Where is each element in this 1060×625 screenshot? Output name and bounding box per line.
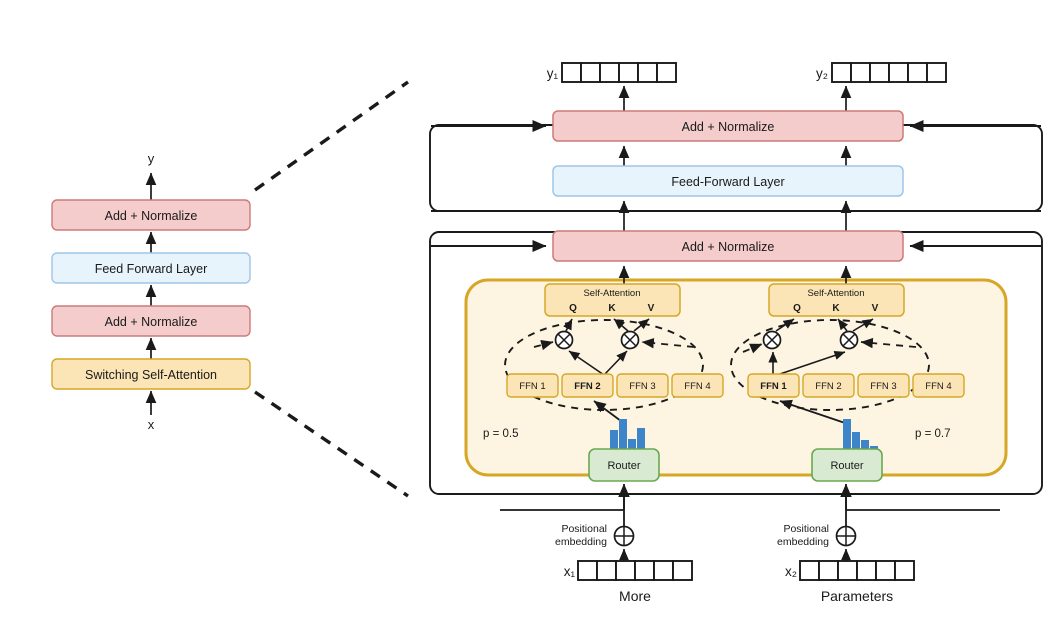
positional-embedding-1: Positional embedding bbox=[555, 523, 635, 548]
expert-label: FFN 2 bbox=[815, 381, 841, 392]
expert-ffn-4-2: FFN 4 bbox=[912, 373, 965, 398]
left-block-label: Switching Self-Attention bbox=[85, 368, 217, 382]
positional-embedding-2: Positional embedding bbox=[777, 523, 857, 548]
moe-column-1: Self-Attention Q K V bbox=[483, 283, 724, 482]
positional-embedding-label-line1: Positional bbox=[561, 523, 607, 535]
expert-ffn-3-1: FFN 3 bbox=[616, 373, 669, 398]
expert-ffn-1-2: FFN 1 bbox=[747, 373, 800, 398]
output-token-y1: y₁ bbox=[547, 62, 677, 83]
zoom-connector-lines bbox=[254, 80, 409, 498]
token-cells bbox=[577, 560, 693, 581]
router-histogram-2 bbox=[843, 419, 878, 450]
right-add-norm-top: Add + Normalize bbox=[552, 110, 904, 142]
input-token-word: More bbox=[619, 588, 651, 604]
token-cells bbox=[799, 560, 915, 581]
input-token-x2: x₂ Parameters bbox=[785, 560, 915, 604]
multiply-node-1a bbox=[554, 330, 574, 350]
output-token-y2: y₂ bbox=[816, 62, 947, 83]
self-attention-box-2: Self-Attention Q K V bbox=[768, 283, 905, 317]
expert-label: FFN 4 bbox=[925, 381, 951, 392]
qkv-k: K bbox=[832, 303, 840, 314]
token-cells bbox=[561, 62, 677, 83]
input-token-x1: x₁ More bbox=[564, 560, 693, 604]
self-attention-box-1: Self-Attention Q K V bbox=[544, 283, 681, 317]
self-attention-title: Self-Attention bbox=[807, 288, 864, 299]
probability-label-1: p = 0.5 bbox=[483, 428, 519, 440]
left-block-label: Feed Forward Layer bbox=[95, 262, 208, 276]
left-block-label: Add + Normalize bbox=[105, 315, 198, 329]
expert-label: FFN 1 bbox=[760, 381, 787, 392]
qkv-q: Q bbox=[793, 303, 801, 314]
expert-label: FFN 3 bbox=[870, 381, 896, 392]
router-label: Router bbox=[830, 460, 863, 472]
positional-embedding-label-line2: embedding bbox=[555, 536, 607, 548]
input-token-word: Parameters bbox=[821, 588, 893, 604]
router-label: Router bbox=[607, 460, 640, 472]
expert-label: FFN 1 bbox=[519, 381, 545, 392]
expert-group-ellipse bbox=[730, 319, 930, 411]
token-cells bbox=[831, 62, 947, 83]
left-output-label: y bbox=[148, 151, 155, 166]
right-feed-forward: Feed-Forward Layer bbox=[552, 165, 904, 197]
input-token-label: x₂ bbox=[785, 564, 797, 579]
self-attention-title: Self-Attention bbox=[583, 288, 640, 299]
left-block-switching-self-attention: Switching Self-Attention bbox=[51, 358, 251, 390]
qkv-v: V bbox=[648, 303, 655, 314]
output-token-label: y₂ bbox=[816, 66, 828, 81]
left-panel: y Add + Normalize Feed Forward Layer Add… bbox=[51, 151, 251, 432]
qkv-q: Q bbox=[569, 303, 577, 314]
multiply-node-2b bbox=[839, 330, 859, 350]
expert-ffn-1-1: FFN 1 bbox=[506, 373, 559, 398]
expert-label: FFN 4 bbox=[684, 381, 710, 392]
left-block-label: Add + Normalize bbox=[105, 209, 198, 223]
left-block-add-norm-top: Add + Normalize bbox=[51, 199, 251, 231]
add-norm-label: Add + Normalize bbox=[682, 240, 775, 254]
router-box-1: Router bbox=[588, 448, 660, 482]
router-box-2: Router bbox=[811, 448, 883, 482]
expert-label: FFN 2 bbox=[574, 381, 600, 392]
right-panel: y₁ y₂ Ad bbox=[429, 62, 1043, 604]
output-token-label: y₁ bbox=[547, 66, 559, 81]
expert-group-ellipse bbox=[504, 319, 704, 411]
expert-ffn-3-2: FFN 3 bbox=[857, 373, 910, 398]
moe-column-2: Self-Attention Q K V bbox=[730, 283, 965, 482]
multiply-node-1b bbox=[620, 330, 640, 350]
expert-label: FFN 3 bbox=[629, 381, 655, 392]
add-norm-label: Add + Normalize bbox=[682, 120, 775, 134]
qkv-v: V bbox=[872, 303, 879, 314]
qkv-k: K bbox=[608, 303, 616, 314]
right-add-norm-bottom: Add + Normalize bbox=[552, 230, 904, 262]
expert-ffn-2-1: FFN 2 bbox=[561, 373, 614, 398]
left-block-add-norm-bottom: Add + Normalize bbox=[51, 305, 251, 337]
left-block-feed-forward: Feed Forward Layer bbox=[51, 252, 251, 284]
left-input-label: x bbox=[148, 417, 155, 432]
expert-ffn-4-1: FFN 4 bbox=[671, 373, 724, 398]
input-token-label: x₁ bbox=[564, 564, 576, 579]
router-histogram-1 bbox=[610, 419, 645, 450]
multiply-node-2a bbox=[762, 330, 782, 350]
probability-label-2: p = 0.7 bbox=[915, 428, 951, 440]
positional-embedding-label-line2: embedding bbox=[777, 536, 829, 548]
expert-ffn-2-2: FFN 2 bbox=[802, 373, 855, 398]
feed-forward-label: Feed-Forward Layer bbox=[671, 175, 784, 189]
positional-embedding-label-line1: Positional bbox=[783, 523, 829, 535]
moe-container bbox=[464, 278, 1008, 477]
